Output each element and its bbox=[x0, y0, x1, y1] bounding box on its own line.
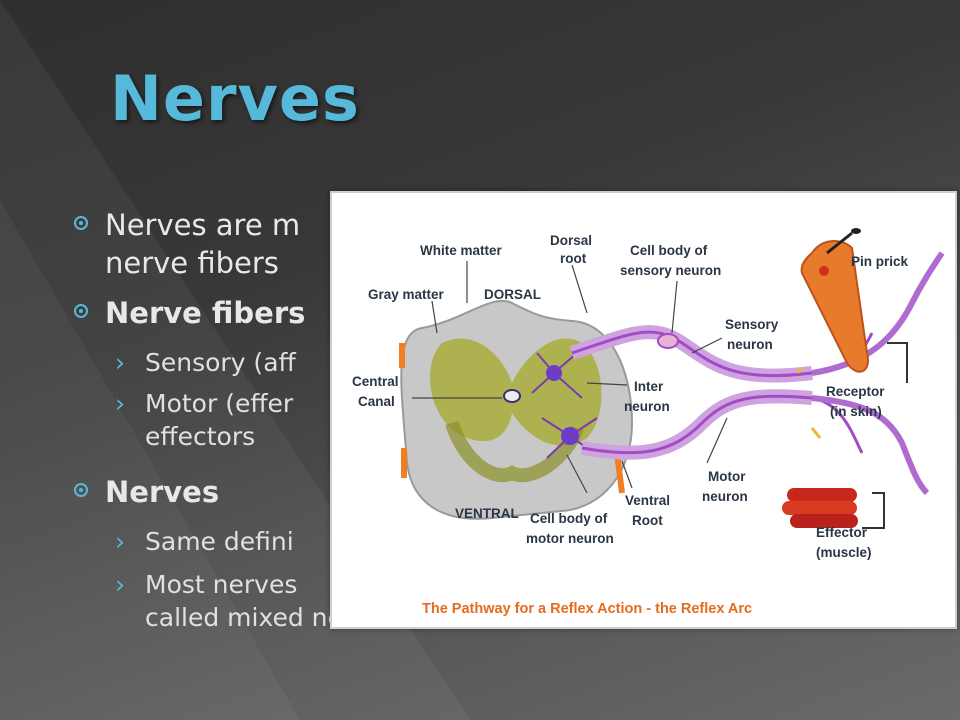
bullet-item: Nerves are m nerve fibers bbox=[72, 206, 952, 282]
label-cell-body-motor-line2: motor neuron bbox=[526, 531, 614, 546]
skin-receptor bbox=[800, 240, 869, 373]
effector-muscle bbox=[782, 488, 858, 528]
chevron-right-icon: › bbox=[115, 348, 125, 377]
reflex-arc-diagram: White matter Dorsal root Cell body of se… bbox=[352, 228, 945, 617]
label-dorsal-root-line2: root bbox=[560, 251, 587, 266]
bullet-text-line2: nerve fibers bbox=[105, 246, 279, 280]
label-inter-neuron-line2: neuron bbox=[624, 399, 670, 414]
bullet-target-icon bbox=[74, 216, 88, 230]
label-dorsal-root-line1: Dorsal bbox=[550, 233, 592, 248]
sub-bullet-item: › Sensory (aff bbox=[72, 346, 952, 379]
bullet-target-icon bbox=[74, 483, 88, 497]
sub-bullet-text: Same defini bbox=[145, 527, 294, 556]
bullet-item: Nerve fibers bbox=[72, 294, 952, 332]
sub-bullet-text: Sensory (aff bbox=[145, 348, 296, 377]
central-canal bbox=[503, 389, 521, 403]
label-receptor-line1: Receptor bbox=[826, 384, 885, 399]
label-receptor-line2: (in skin) bbox=[830, 404, 882, 419]
sensory-nerve-fiber bbox=[811, 251, 945, 376]
label-cell-body-motor-line1: Cell body of bbox=[530, 511, 608, 526]
chevron-right-icon: › bbox=[115, 527, 125, 556]
diagram-caption: The Pathway for a Reflex Action - the Re… bbox=[422, 601, 752, 617]
label-white-matter: White matter bbox=[420, 243, 503, 258]
label-ventral-root-line1: Ventral bbox=[625, 493, 670, 508]
bullet-item: Nerves bbox=[72, 473, 952, 511]
bullet-text: Nerves bbox=[105, 475, 220, 509]
chevron-right-icon: › bbox=[115, 570, 125, 599]
label-effector-line1: Effector bbox=[816, 525, 868, 540]
label-gray-matter: Gray matter bbox=[368, 287, 445, 302]
label-inter-neuron-line1: Inter bbox=[634, 379, 664, 394]
label-motor-neuron-line1: Motor bbox=[708, 469, 746, 484]
label-cell-body-sensory-line2: sensory neuron bbox=[620, 263, 721, 278]
gray-matter-lower bbox=[445, 420, 584, 483]
bullet-text: Nerves are m bbox=[105, 208, 301, 242]
sub-bullet-text: Most nerves bbox=[145, 570, 298, 599]
bullet-target-icon bbox=[74, 304, 88, 318]
label-sensory-neuron-line2: neuron bbox=[727, 337, 773, 352]
sub-bullet-text-line2: effectors bbox=[145, 422, 256, 451]
label-cell-body-sensory-line1: Cell body of bbox=[630, 243, 708, 258]
label-central-canal-line2: Canal bbox=[358, 394, 395, 409]
label-ventral-root-line2: Root bbox=[632, 513, 663, 528]
reflex-arc-figure: White matter Dorsal root Cell body of se… bbox=[330, 191, 957, 629]
label-ventral: VENTRAL bbox=[455, 506, 519, 521]
sub-bullet-item: › Motor (effer effectors bbox=[72, 387, 952, 453]
motor-nerve-fiber bbox=[811, 395, 930, 496]
pin-icon bbox=[826, 231, 853, 255]
chevron-right-icon: › bbox=[115, 389, 125, 418]
bullet-text: Nerve fibers bbox=[105, 296, 306, 330]
label-dorsal: DORSAL bbox=[484, 287, 541, 302]
sub-bullet-text: Motor (effer bbox=[145, 389, 294, 418]
label-sensory-neuron-line1: Sensory bbox=[725, 317, 779, 332]
label-central-canal-line1: Central bbox=[352, 374, 399, 389]
label-pin-prick: Pin prick bbox=[851, 254, 909, 269]
sub-bullet-item: › Same defini bbox=[72, 525, 952, 558]
label-effector-line2: (muscle) bbox=[816, 545, 872, 560]
label-motor-neuron-line2: neuron bbox=[702, 489, 748, 504]
dorsal-root-ganglion bbox=[657, 333, 679, 349]
slide-title: Nerves bbox=[110, 62, 360, 135]
